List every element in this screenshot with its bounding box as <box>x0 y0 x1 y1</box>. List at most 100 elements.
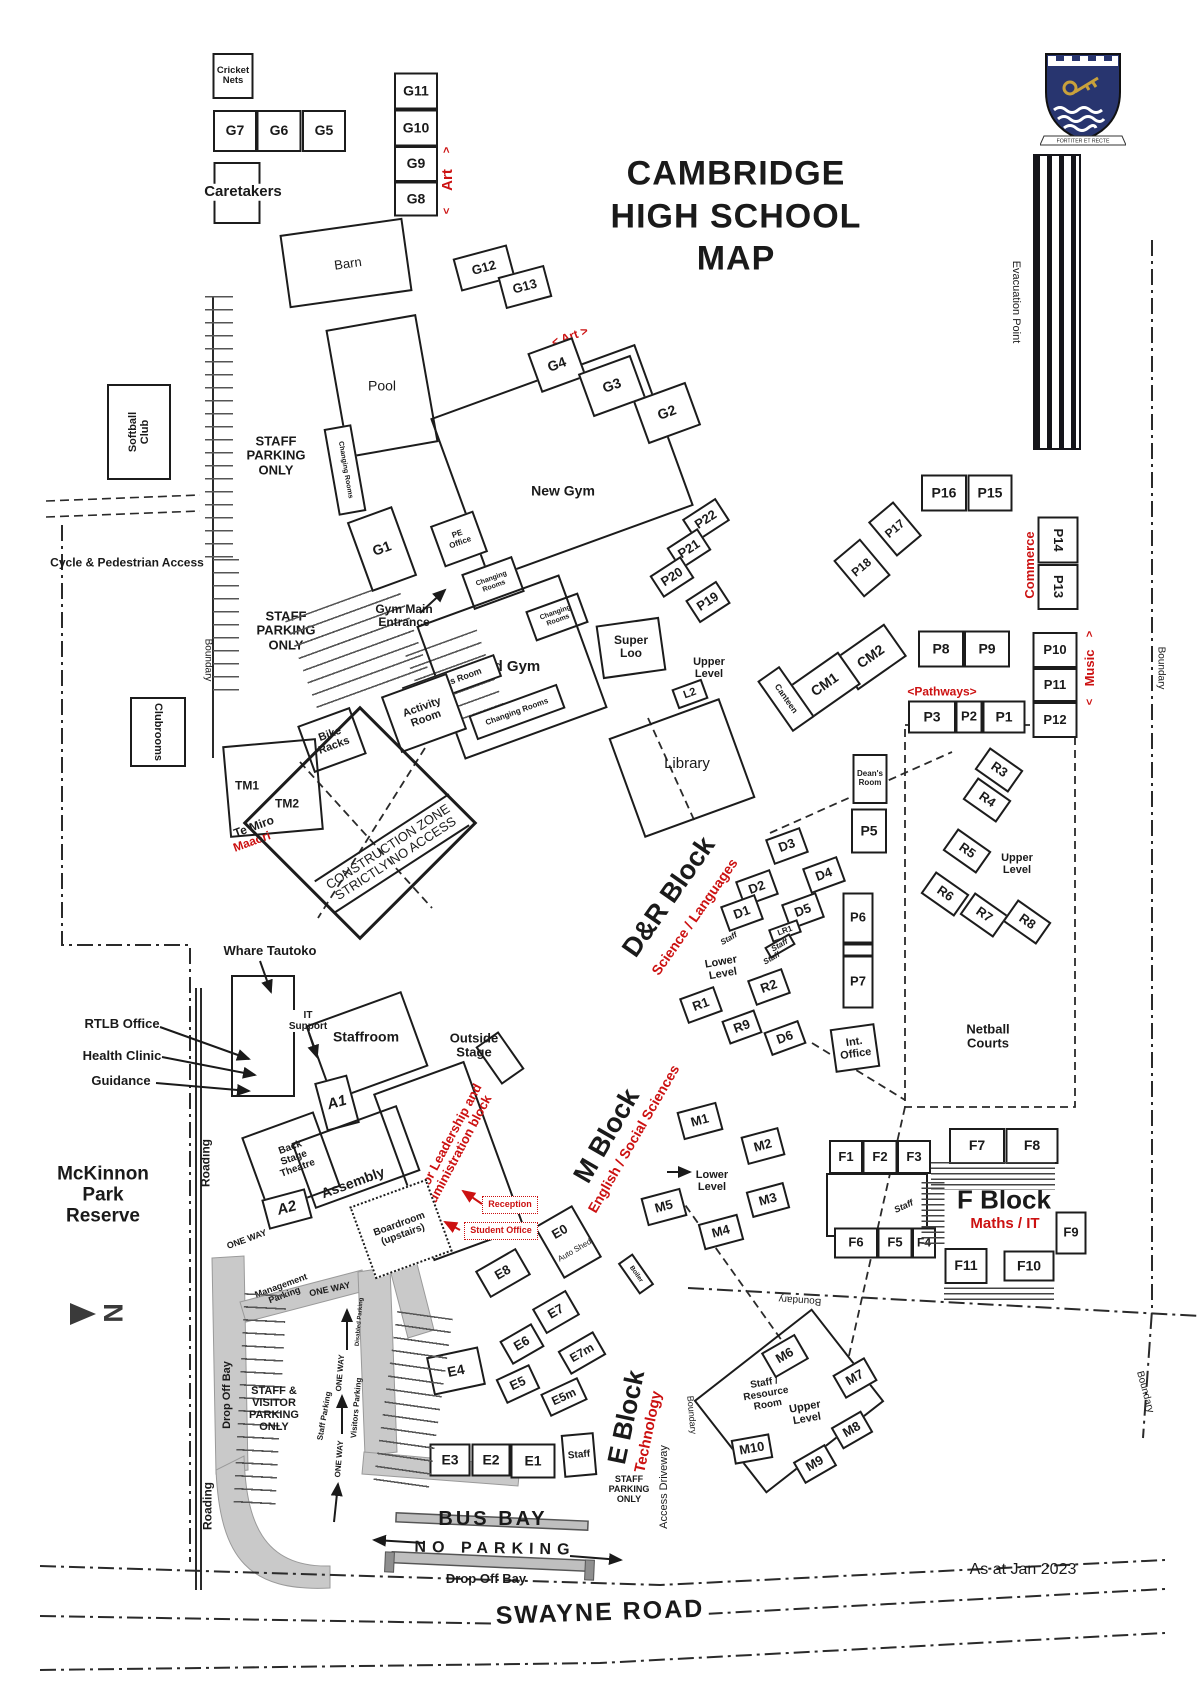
north-arrow-icon <box>70 1303 96 1325</box>
pool-label: Pool <box>367 377 397 394</box>
boundary-se-top: Boundary <box>778 1293 822 1307</box>
parking-hatch-3 <box>285 580 429 712</box>
f-stairs-hatch-2 <box>921 1182 945 1248</box>
room-p18: P18 <box>833 538 891 598</box>
room-e8: E8 <box>474 1247 532 1299</box>
commerce-label: Commerce <box>1021 531 1037 599</box>
old-gym-outline <box>416 574 608 760</box>
parking-hatch-6 <box>373 1310 453 1490</box>
clubrooms-outline <box>130 697 186 767</box>
p6-p7-gap <box>842 943 874 957</box>
construction-label: CONSTRUCTION ZONE STRICTLY NO ACCESS <box>314 793 470 913</box>
softball-outline <box>107 384 171 480</box>
room-d4: D4 <box>801 855 847 895</box>
whare-tautoko-outline <box>231 975 295 1097</box>
room-m4: M4 <box>697 1213 745 1251</box>
gym-main-entrance: Gym Main Entrance <box>375 601 433 629</box>
library-dashed <box>647 717 696 823</box>
boundary-left: Boundary <box>202 638 214 682</box>
science-languages-label: Science / Languages <box>648 855 741 978</box>
room-r1: R1 <box>678 985 724 1025</box>
outside-stage-label: Outside Stage <box>449 1030 499 1060</box>
library-label: Library <box>664 754 710 772</box>
room-e6: E6 <box>499 1323 545 1365</box>
swayne-road-label: SWAYNE ROAD <box>491 1595 709 1631</box>
staffroom-outline <box>305 990 429 1102</box>
room-g9: G9 <box>394 146 438 182</box>
lower-level-dr: Lower Level <box>703 953 738 983</box>
assembly-label: Assembly <box>318 1163 387 1202</box>
room-p22: P22 <box>681 497 731 543</box>
music-arrow-up: > <box>1083 630 1096 638</box>
room-d6: D6 <box>763 1019 807 1057</box>
activity-room: Activity Room <box>380 672 468 754</box>
cycle-path-lines <box>45 494 201 518</box>
one-way-2: ONE WAY <box>308 1279 352 1299</box>
one-way-arrow-3 <box>330 1482 343 1523</box>
room-g4: G4 <box>527 337 587 393</box>
rtlb-arrow <box>159 1026 251 1061</box>
room-d5: D5 <box>780 891 826 931</box>
barn-outline <box>279 217 413 309</box>
room-e4: E4 <box>426 1346 486 1396</box>
staff-parking-2: STAFF PARKING ONLY <box>256 608 316 653</box>
pool-outline <box>325 313 439 459</box>
room-e7m: E7m <box>557 1331 607 1375</box>
crest-banner <box>1040 135 1126 146</box>
room-p21: P21 <box>666 528 712 570</box>
super-loo-outline <box>595 616 667 680</box>
room-r5: R5 <box>942 828 992 874</box>
room-r8: R8 <box>1002 899 1052 945</box>
room-e0: E0 <box>549 1220 571 1242</box>
f-stairs-hatch-3 <box>944 1287 1054 1301</box>
room-f3: F3 <box>897 1140 931 1174</box>
boundary-right-lower: Boundary <box>1134 1369 1156 1415</box>
changing-rooms-3: Changing Rooms <box>468 683 566 741</box>
technology-label: Technology <box>631 1389 666 1475</box>
e-staff: Staff <box>560 1432 598 1478</box>
north-letter: N <box>97 1303 128 1323</box>
room-r7: R7 <box>959 892 1009 938</box>
clubrooms-label: Clubrooms <box>152 702 165 762</box>
staff-resource-room: Staff / Resource Room <box>742 1375 790 1413</box>
map-date-note: As at Jan 2023 <box>969 1561 1077 1578</box>
library-outline <box>608 698 756 838</box>
room-f10: F10 <box>1003 1250 1055 1282</box>
room-g7: G7 <box>213 110 257 152</box>
mckinnon-label: McKinnon Park Reserve <box>57 1163 149 1227</box>
netball-courts-label: Netball Courts <box>966 1021 1010 1051</box>
room-tm2: TM2 <box>275 796 299 811</box>
crest-key-icon <box>1062 80 1078 96</box>
caretakers-label: Caretakers <box>200 183 286 201</box>
room-d3: D3 <box>764 826 810 866</box>
reception-arrow <box>461 1189 483 1205</box>
parking-hatch-4 <box>405 629 505 733</box>
reception-box: Reception <box>482 1196 538 1214</box>
staff-parking-1: STAFF PARKING ONLY <box>246 433 306 478</box>
construction-x2 <box>317 747 426 919</box>
room-m3: M3 <box>745 1181 791 1219</box>
it-support-label: IT Support <box>284 1010 332 1032</box>
room-lr1: LR1 <box>768 919 802 943</box>
f-block-label: F Block <box>953 1186 1055 1215</box>
e0-box <box>533 1205 603 1279</box>
te-miro-outline <box>222 738 324 838</box>
room-p15: P15 <box>967 474 1013 512</box>
room-g5: G5 <box>302 110 346 152</box>
room-g11: G11 <box>394 72 438 110</box>
health-clinic-arrow <box>161 1056 257 1079</box>
room-r6: R6 <box>920 871 970 917</box>
room-f11: F11 <box>944 1248 988 1284</box>
room-f7: F7 <box>949 1128 1005 1164</box>
one-way-1: ONE WAY <box>225 1227 268 1251</box>
boundary-roads-dashdot <box>39 240 1200 1671</box>
drop-off-bay-vert: Drop Off Bay <box>220 1361 233 1429</box>
senior-leadership-outline <box>372 1060 526 1262</box>
maaori-label: Maaori <box>231 828 273 855</box>
weights-room: Weights Room <box>401 653 503 711</box>
guidance-arrow <box>155 1082 251 1096</box>
dr-staff-3: Staff <box>761 949 782 967</box>
staff-parking-vert: Staff Parking <box>315 1390 333 1441</box>
construction-x1 <box>299 761 433 909</box>
